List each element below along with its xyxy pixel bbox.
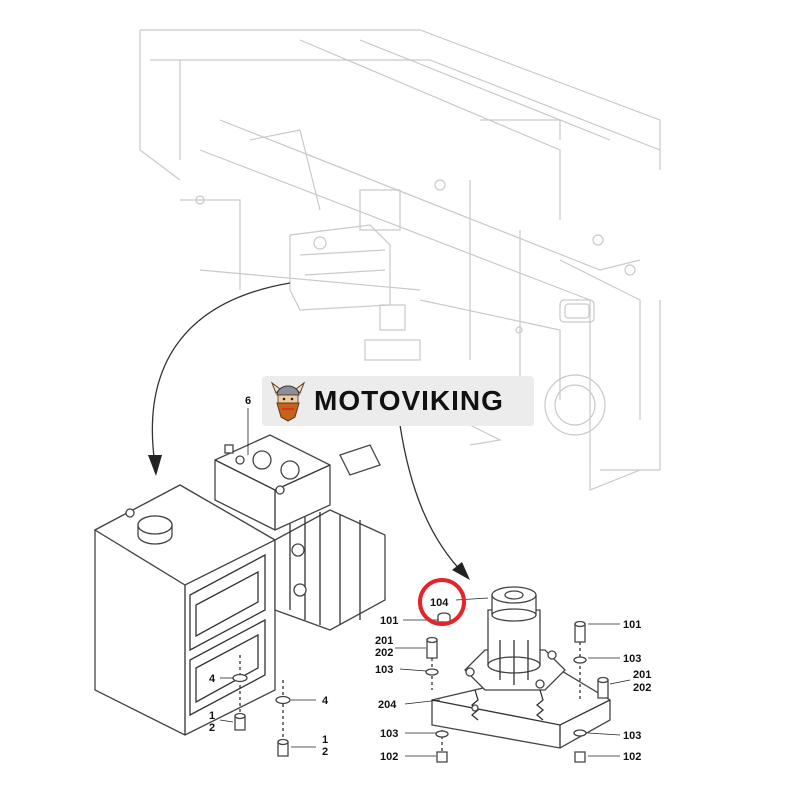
leader-lines (219, 408, 631, 757)
transfer-arrows (148, 282, 470, 580)
callout-204: 204 (378, 699, 397, 711)
callout-1-right: 1 (322, 734, 328, 746)
callout-202-left: 202 (375, 647, 393, 659)
callout-103-lower-left: 103 (380, 728, 398, 740)
callout-201-left: 201 (375, 635, 393, 647)
callout-1-left: 1 (209, 710, 215, 722)
callout-102-right: 102 (623, 751, 641, 763)
callout-102-left: 102 (380, 751, 398, 763)
pu-hardware (232, 655, 291, 757)
callout-101-left: 101 (380, 615, 398, 627)
viking-mascot-icon (270, 381, 306, 422)
callout-labels: 6 104 101 201 202 103 204 103 102 101 10… (209, 395, 651, 763)
hydraulic-power-unit (93, 434, 386, 736)
callout-4-right: 4 (322, 695, 329, 707)
motor-pedestal-assembly (431, 586, 611, 749)
pedestal-hardware (425, 612, 609, 763)
highlight-circle (418, 578, 466, 626)
brand-watermark: MOTOVIKING (262, 376, 534, 426)
callout-6: 6 (245, 395, 251, 407)
callout-101-right: 101 (623, 619, 641, 631)
callout-103-upper-right: 103 (623, 653, 641, 665)
vehicle-frame (139, 29, 661, 491)
callout-103-upper-left: 103 (375, 664, 393, 676)
callout-2-left: 2 (209, 722, 215, 734)
callout-2-right: 2 (322, 746, 328, 758)
callout-4-left: 4 (209, 673, 216, 685)
callout-201-right: 201 (633, 669, 651, 681)
callout-103-lower-right: 103 (623, 730, 641, 742)
brand-name: MOTOVIKING (314, 385, 504, 416)
callout-104: 104 (430, 597, 449, 609)
callout-202-right: 202 (633, 682, 651, 694)
